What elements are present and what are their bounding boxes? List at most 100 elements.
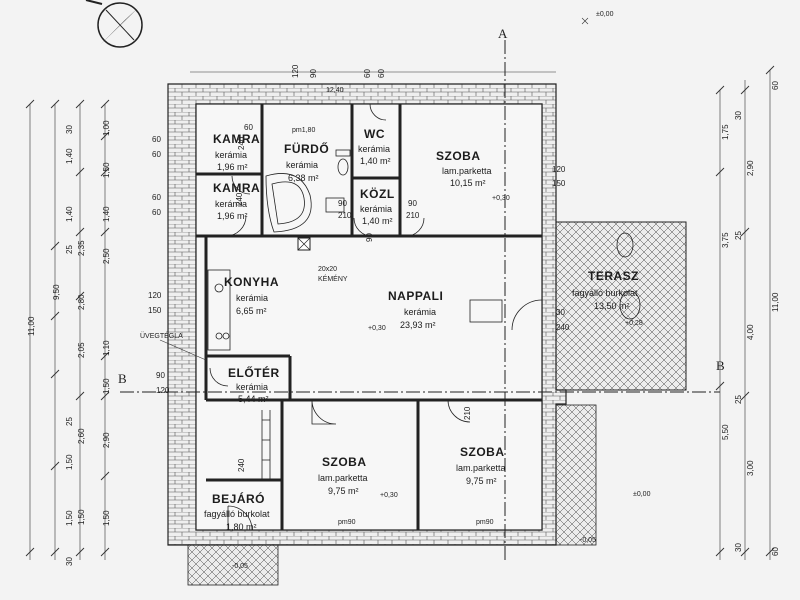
svg-text:1,75: 1,75 [721,124,730,140]
room-nappali: NAPPALI kerámia 23,93 m² [388,289,443,330]
svg-text:KONYHA: KONYHA [224,275,279,289]
svg-text:90: 90 [309,69,318,78]
svg-text:1,50: 1,50 [102,510,111,526]
svg-text:9,50: 9,50 [52,284,61,300]
svg-text:B: B [118,371,127,386]
svg-text:NAPPALI: NAPPALI [388,289,443,303]
right-dimension-chain: 1,75 3,75 5,50 2,90 4,00 3,00 30 25 25 3… [715,65,780,560]
svg-text:A: A [498,26,508,41]
svg-text:3,00: 3,00 [746,460,755,476]
svg-text:25: 25 [65,417,74,426]
svg-text:60: 60 [152,135,161,144]
left-dimension-chain: 11,00 9,50 2,35 2,80 2,05 2,60 1,50 1,00… [25,99,111,566]
svg-text:1,40: 1,40 [65,148,74,164]
svg-text:BEJÁRÓ: BEJÁRÓ [212,491,265,506]
inner-dimensions: 60 60 60 60 120 150 90 120 90 90 90 60 2… [148,123,570,472]
svg-text:1,00: 1,00 [102,120,111,136]
svg-text:11,00: 11,00 [771,292,780,312]
svg-text:1,50: 1,50 [77,509,86,525]
bathtub-icon [265,173,312,233]
pm-90-label-se: pm90 [476,519,494,526]
svg-text:2,05: 2,05 [77,342,86,358]
svg-text:kerámia: kerámia [360,204,392,214]
dim-1240-label: 12,40 [326,87,344,94]
room-szoba-se: SZOBA lam.parketta 9,75 m² [456,445,506,486]
svg-text:5,44 m²: 5,44 m² [238,394,269,404]
svg-text:kerámia: kerámia [286,160,318,170]
svg-text:210: 210 [338,211,352,220]
svg-text:25: 25 [65,245,74,254]
svg-text:30: 30 [734,543,743,552]
svg-text:1,40 m²: 1,40 m² [360,156,391,166]
svg-text:2,80: 2,80 [77,294,86,310]
svg-text:60: 60 [152,193,161,202]
svg-text:-0,05: -0,05 [580,537,596,544]
svg-text:1,40: 1,40 [65,206,74,222]
svg-text:120: 120 [148,291,162,300]
svg-text:60: 60 [152,150,161,159]
svg-text:5,50: 5,50 [721,424,730,440]
svg-text:30: 30 [65,125,74,134]
doors [209,103,543,531]
svg-text:240: 240 [237,136,246,150]
svg-text:FÜRDŐ: FÜRDŐ [284,141,329,156]
north-arrow-icon [85,0,143,48]
svg-text:25: 25 [734,395,743,404]
glass-block-label: ÜVEGTÉGLA [140,331,183,340]
entrance-paving [187,544,279,586]
room-kamra-2: KAMRA kerámia 1,96 m² [213,181,260,221]
toilet-icon [335,149,351,176]
svg-text:1,50: 1,50 [65,454,74,470]
svg-text:-0,05: -0,05 [232,563,248,570]
svg-text:kerámia: kerámia [215,199,247,209]
svg-text:lam.parketta: lam.parketta [318,473,368,483]
room-kozl: KÖZL kerámia 1,40 m² [360,186,395,226]
svg-text:WC: WC [364,127,385,141]
svg-text:1,40 m²: 1,40 m² [362,216,393,226]
pm-180-label: pm1,80 [292,127,315,134]
svg-text:kerámia: kerámia [215,150,247,160]
svg-text:60: 60 [771,547,780,556]
svg-text:1,10: 1,10 [102,340,111,356]
svg-text:9,75 m²: 9,75 m² [466,476,497,486]
svg-text:2,90: 2,90 [746,160,755,176]
svg-text:lam.parketta: lam.parketta [442,166,492,176]
svg-text:6,38 m²: 6,38 m² [288,173,319,183]
terrace-paving [555,221,687,391]
svg-text:90: 90 [338,199,347,208]
svg-text:210: 210 [463,406,472,420]
chimney-size-label: 20x20 [318,266,337,273]
svg-text:B: B [716,358,725,373]
svg-text:KÖZL: KÖZL [360,186,395,201]
svg-text:SZOBA: SZOBA [436,149,481,163]
svg-text:+0,28: +0,28 [625,320,643,327]
svg-text:240: 240 [235,192,244,206]
room-terasz: TERASZ fagyálló burkolat 13,50 m² [572,269,639,311]
svg-text:1,50: 1,50 [102,162,111,178]
sink-icon [325,197,345,213]
top-dimensions: 120 90 60 60 [190,64,556,78]
svg-text:ELŐTÉR: ELŐTÉR [228,365,280,380]
section-axis-a: A [498,26,508,560]
svg-text:240: 240 [237,458,246,472]
section-axis-b: B B [118,358,725,393]
svg-text:90: 90 [365,233,374,242]
svg-text:60: 60 [244,123,253,132]
svg-text:30: 30 [556,308,565,317]
svg-text:1,40: 1,40 [102,206,111,222]
svg-text:120: 120 [552,165,566,174]
svg-text:30: 30 [734,111,743,120]
svg-text:±0,00: ±0,00 [596,11,614,18]
svg-text:kerámia: kerámia [236,293,268,303]
svg-text:13,50 m²: 13,50 m² [594,301,630,311]
svg-text:2,35: 2,35 [77,240,86,256]
svg-text:+0,30: +0,30 [380,492,398,499]
svg-text:lam.parketta: lam.parketta [456,463,506,473]
room-konyha: KONYHA kerámia 6,65 m² [224,275,279,316]
svg-text:90: 90 [156,371,165,380]
svg-text:1,96 m²: 1,96 m² [217,211,248,221]
svg-text:60: 60 [152,208,161,217]
svg-text:120: 120 [291,64,300,78]
svg-text:kerámia: kerámia [358,144,390,154]
svg-text:TERASZ: TERASZ [588,269,639,283]
